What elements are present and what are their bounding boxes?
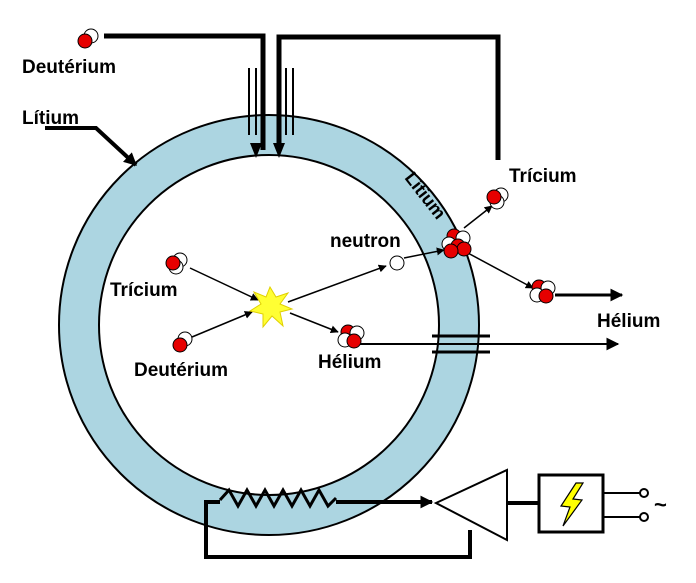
helium-particle-out: [529, 279, 556, 304]
heater-return-line: [204, 500, 472, 559]
label-helium-product: Hélium: [318, 352, 381, 373]
deuterium-particle-top: [77, 28, 99, 49]
label-deuterium-in: Deutérium: [134, 360, 228, 381]
amplifier-triangle-icon: [433, 468, 508, 542]
fuel-injection-pipes: [104, 33, 501, 160]
injection-arrow-heads: [250, 143, 285, 158]
tritium-particle-in: [165, 252, 188, 275]
plasma-chamber: [98, 154, 440, 496]
tritium-particle-out: [486, 187, 509, 210]
fusion-star-burst-icon: [248, 285, 294, 329]
injection-inlets: [248, 68, 294, 135]
heater-zigzag-resistor-icon: [218, 486, 338, 510]
deuterium-particle-in: [172, 331, 193, 353]
lightning-bolt-icon: [559, 482, 585, 527]
label-tritium-in: Trícium: [110, 280, 178, 301]
label-tritium-out: Trícium: [509, 166, 577, 187]
label-lithium-outer: Lítium: [22, 108, 79, 129]
lithium-nucleus-particle: [441, 228, 472, 259]
label-deuterium-top: Deutérium: [22, 57, 116, 78]
helium-exhaust-port: [432, 334, 490, 354]
label-neutron: neutron: [330, 231, 401, 252]
reaction-arrows: [189, 205, 534, 338]
ac-terminals: [603, 488, 649, 522]
lithium-leader-line: [45, 126, 138, 167]
ac-symbol: ~: [654, 492, 667, 517]
helium-particle-product: [337, 324, 365, 349]
neutron-particle: [389, 255, 405, 271]
power-supply-box: [537, 473, 605, 534]
label-helium-out: Hélium: [597, 311, 660, 332]
